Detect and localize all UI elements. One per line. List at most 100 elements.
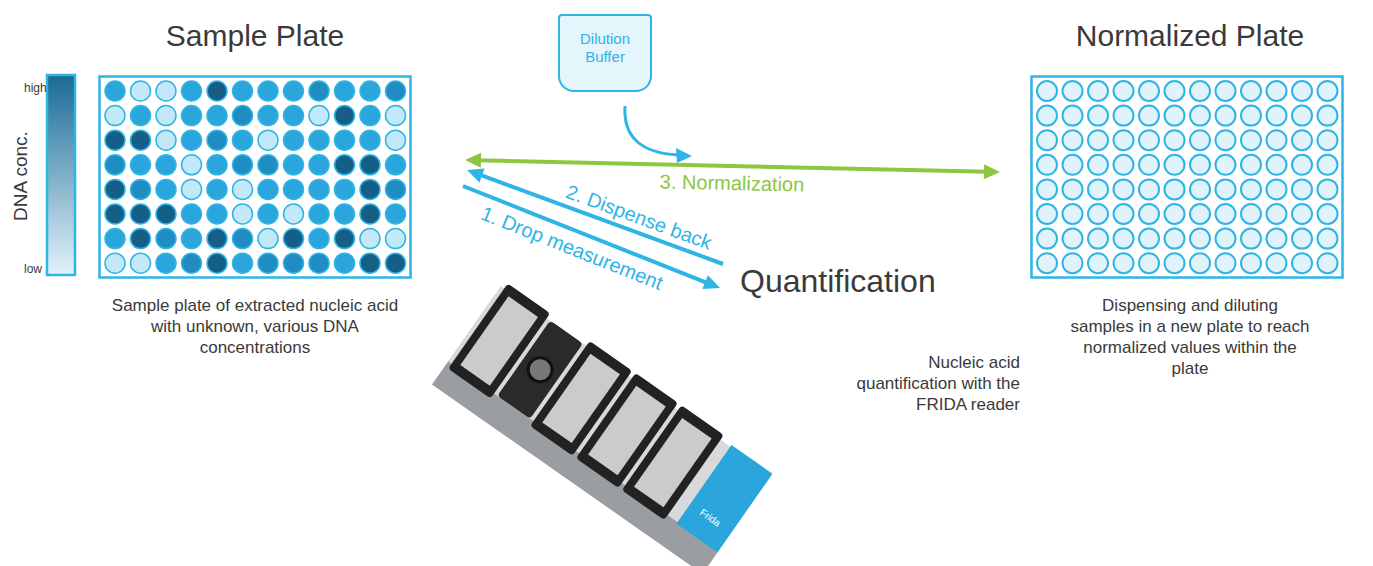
- well: [1037, 106, 1057, 126]
- well: [1114, 81, 1134, 101]
- well: [105, 130, 125, 150]
- well: [309, 204, 329, 224]
- well: [1139, 229, 1159, 249]
- well: [1318, 155, 1338, 175]
- well: [1190, 81, 1210, 101]
- well: [1267, 106, 1287, 126]
- well: [1318, 204, 1338, 224]
- arrowhead: [467, 168, 485, 182]
- concentration-bar: [47, 75, 75, 275]
- well: [105, 155, 125, 175]
- well: [1318, 130, 1338, 150]
- well: [105, 229, 125, 249]
- well: [386, 204, 406, 224]
- well: [1318, 229, 1338, 249]
- well: [309, 130, 329, 150]
- well: [1216, 81, 1236, 101]
- well: [386, 229, 406, 249]
- well: [182, 106, 202, 126]
- well: [233, 179, 253, 199]
- well: [386, 253, 406, 273]
- well: [1037, 253, 1057, 273]
- well: [131, 204, 151, 224]
- well: [1165, 253, 1185, 273]
- well: [1241, 155, 1261, 175]
- well: [156, 253, 176, 273]
- well: [1165, 229, 1185, 249]
- well: [105, 204, 125, 224]
- well: [360, 106, 380, 126]
- well: [156, 81, 176, 101]
- well: [1267, 229, 1287, 249]
- well: [1292, 155, 1312, 175]
- well: [1216, 155, 1236, 175]
- reader-caption: Nucleic acid quantification with the FRI…: [845, 352, 1020, 415]
- well: [1139, 130, 1159, 150]
- well: [1190, 106, 1210, 126]
- well: [1165, 179, 1185, 199]
- well: [309, 179, 329, 199]
- well: [1267, 204, 1287, 224]
- well: [1063, 204, 1083, 224]
- well: [1241, 179, 1261, 199]
- well: [156, 229, 176, 249]
- well: [1037, 179, 1057, 199]
- well: [1114, 204, 1134, 224]
- well: [1292, 179, 1312, 199]
- plate-wrap: [1030, 75, 1360, 279]
- arrowhead: [465, 153, 481, 168]
- well: [1241, 229, 1261, 249]
- arrowhead: [702, 275, 720, 289]
- well: [233, 204, 253, 224]
- arrowhead: [984, 164, 1000, 179]
- well: [386, 179, 406, 199]
- well: [284, 130, 304, 150]
- well: [1216, 253, 1236, 273]
- well: [1190, 179, 1210, 199]
- well: [335, 204, 355, 224]
- well: [1088, 155, 1108, 175]
- well: [386, 155, 406, 175]
- well: [360, 179, 380, 199]
- well: [335, 106, 355, 126]
- drop-port-ring: [523, 353, 556, 386]
- well: [1318, 81, 1338, 101]
- well: [1114, 179, 1134, 199]
- well: [1088, 81, 1108, 101]
- well: [207, 253, 227, 273]
- well: [1190, 204, 1210, 224]
- well: [131, 179, 151, 199]
- well: [1037, 130, 1057, 150]
- well: [1037, 155, 1057, 175]
- well: [1139, 81, 1159, 101]
- well-plate: [1030, 75, 1344, 279]
- well: [156, 204, 176, 224]
- well: [360, 81, 380, 101]
- well: [105, 81, 125, 101]
- well: [1165, 81, 1185, 101]
- well: [1190, 130, 1210, 150]
- well: [1063, 179, 1083, 199]
- well: [1292, 253, 1312, 273]
- well: [1190, 253, 1210, 273]
- well: [1292, 204, 1312, 224]
- flow-connector: [477, 160, 988, 171]
- well: [1139, 204, 1159, 224]
- well: [182, 130, 202, 150]
- step-label: 3. Normalization: [660, 169, 805, 196]
- well: [233, 130, 253, 150]
- well: [335, 179, 355, 199]
- plate-panel: Sample PlateSample plate of extracted nu…: [85, 18, 425, 358]
- well: [182, 155, 202, 175]
- well: [1241, 81, 1261, 101]
- well: [233, 253, 253, 273]
- well: [1216, 106, 1236, 126]
- well: [1241, 204, 1261, 224]
- well: [207, 204, 227, 224]
- frida-reader: [432, 281, 775, 566]
- well: [1318, 106, 1338, 126]
- well: [1114, 155, 1134, 175]
- cuvette-holder: [622, 405, 724, 520]
- well: [284, 179, 304, 199]
- well: [207, 155, 227, 175]
